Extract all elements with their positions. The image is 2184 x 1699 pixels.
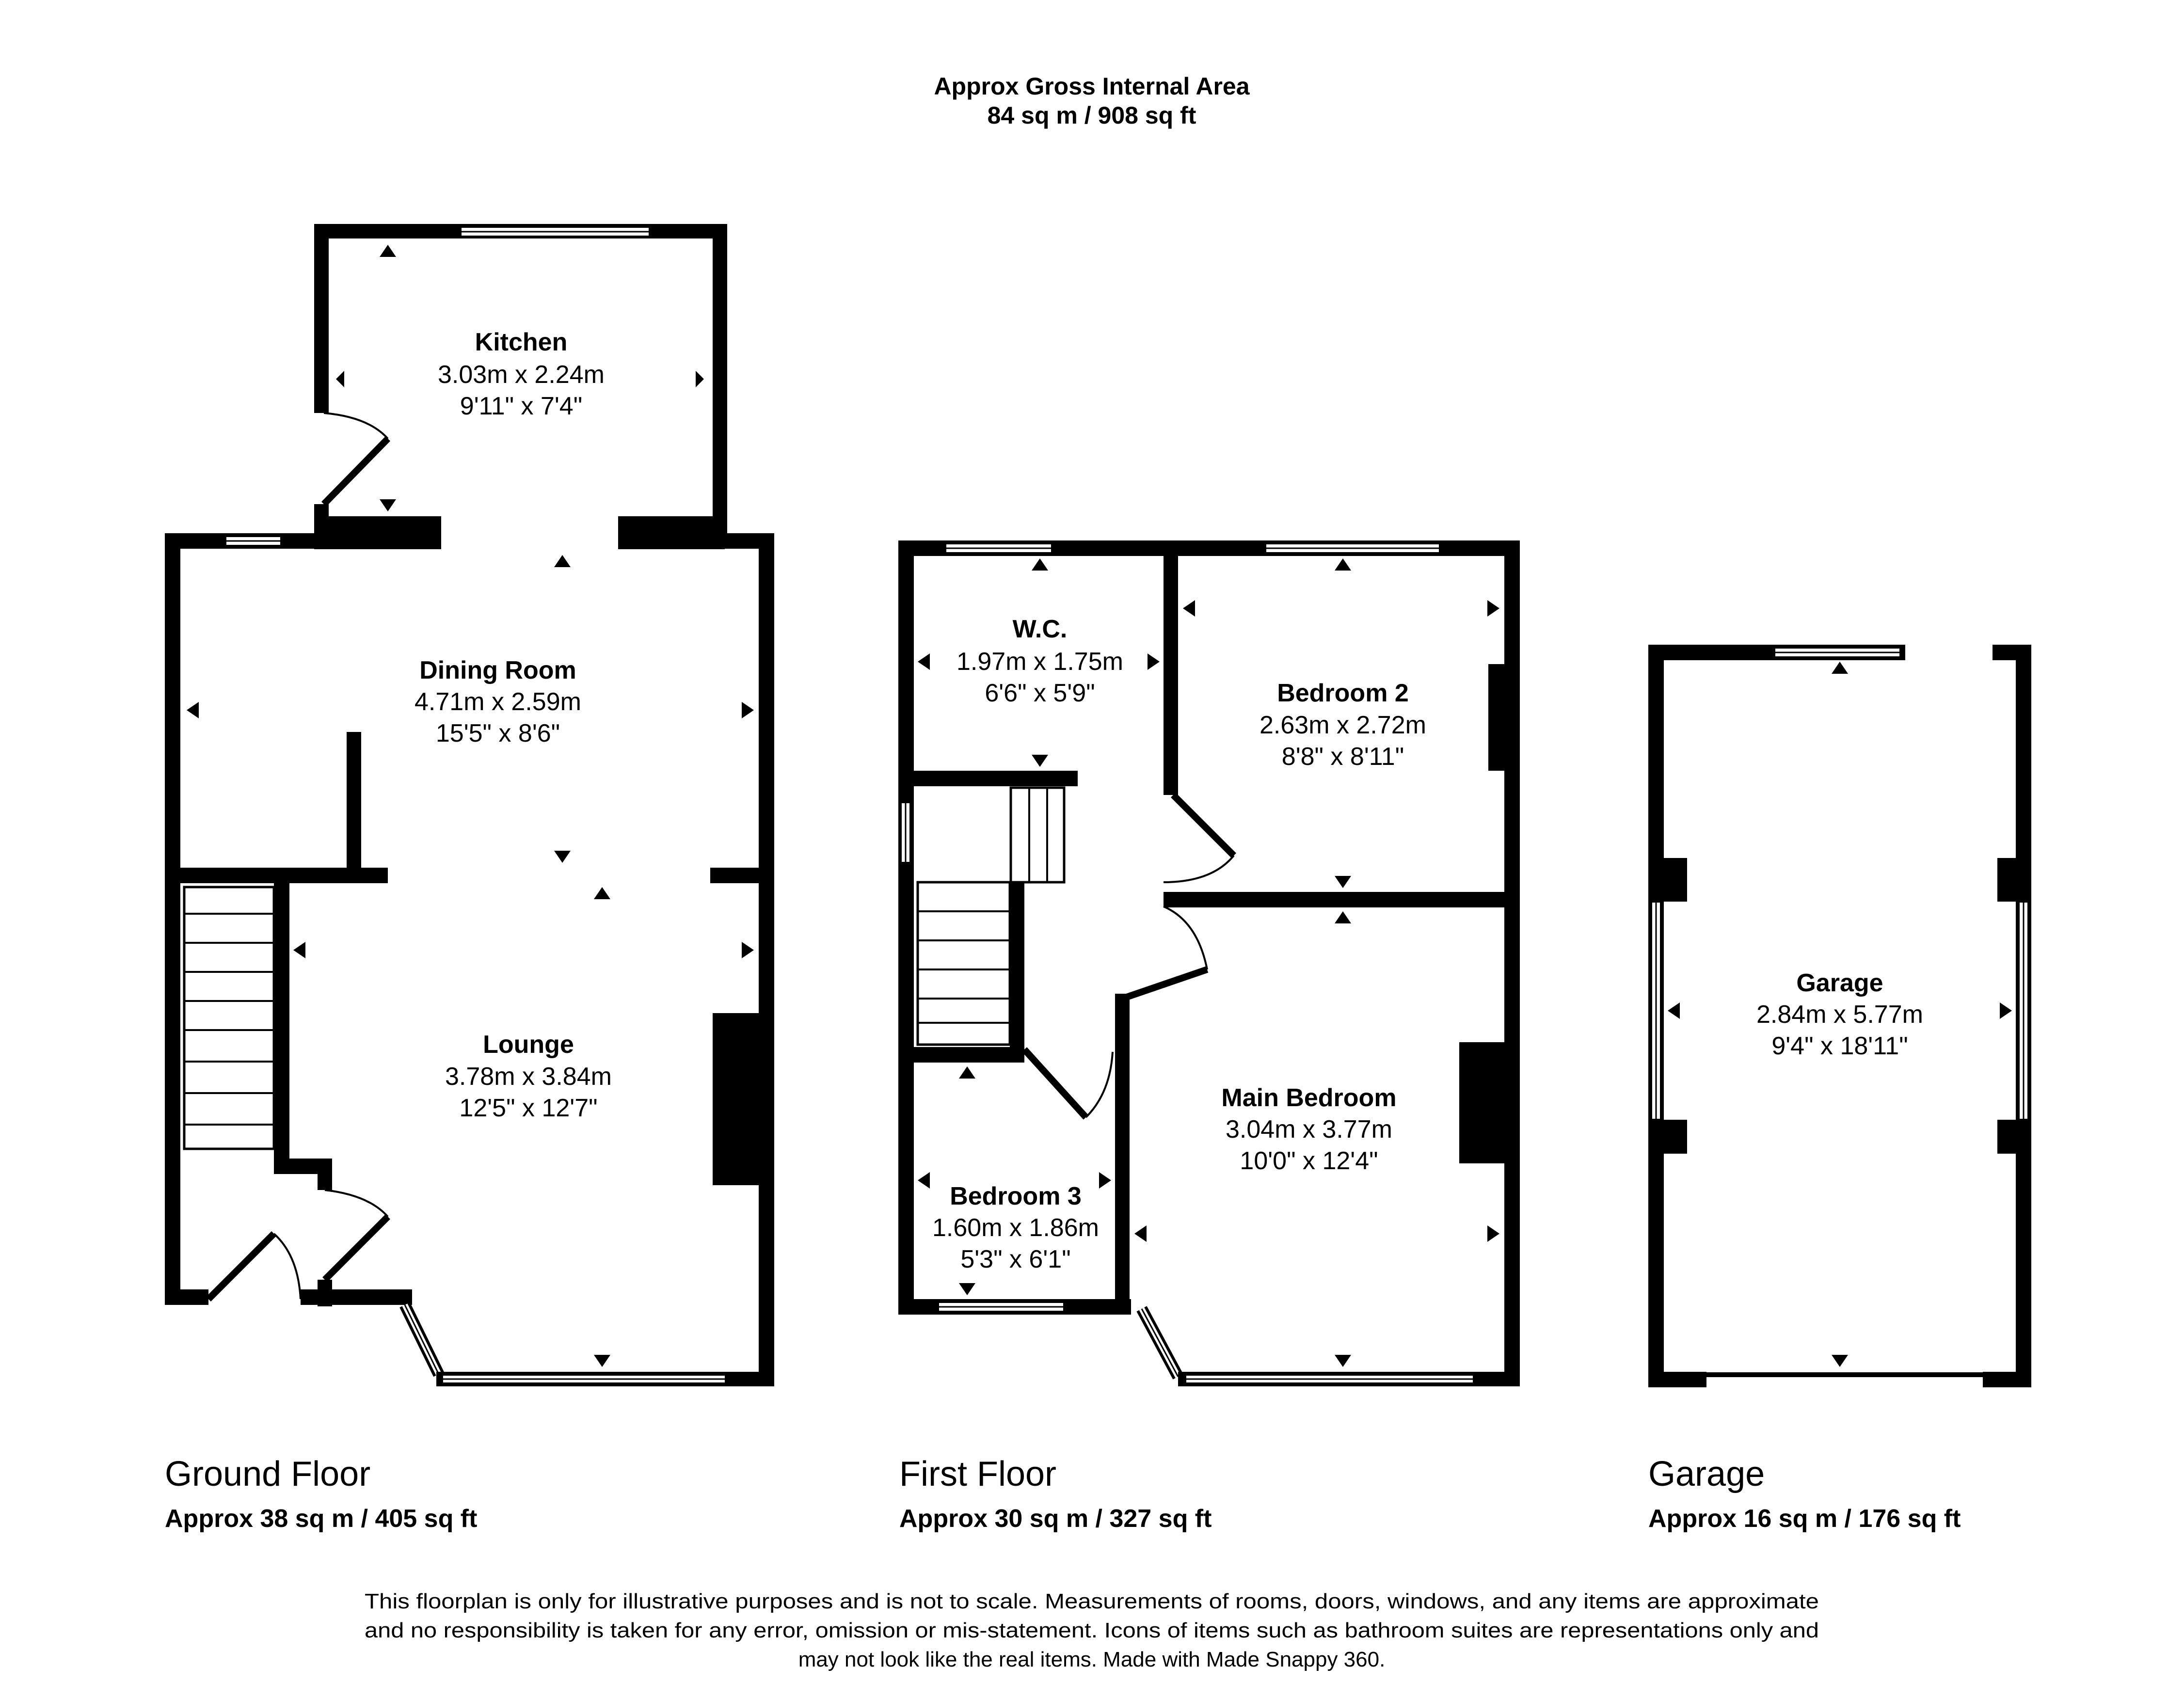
room-metric: 2.63m x 2.72m <box>1259 711 1426 739</box>
header-total-area: 84 sq m / 908 sq ft <box>988 102 1196 129</box>
room-imperial: 5'3" x 6'1" <box>960 1245 1070 1273</box>
floor-area: Approx 16 sq m / 176 sq ft <box>1648 1505 1961 1533</box>
garage-plan <box>1648 645 2031 1387</box>
disclaimer-line-1: This floorplan is only for illustrative … <box>365 1589 1819 1613</box>
room-metric: 3.04m x 3.77m <box>1226 1115 1392 1143</box>
first-floor-plan <box>898 540 1520 1386</box>
room-metric: 4.71m x 2.59m <box>414 688 581 716</box>
caption-garage: Garage Approx 16 sq m / 176 sq ft <box>1648 1455 1961 1533</box>
disclaimer: This floorplan is only for illustrative … <box>365 1589 1819 1671</box>
room-name: Bedroom 3 <box>950 1182 1082 1210</box>
room-label-bedroom-2: Bedroom 2 2.63m x 2.72m 8'8" x 8'11" <box>1259 679 1426 771</box>
room-imperial: 8'8" x 8'11" <box>1282 743 1404 771</box>
floor-name: Garage <box>1648 1455 1765 1493</box>
ground-floor-stairs <box>183 886 275 1150</box>
room-name: Dining Room <box>419 656 576 684</box>
room-label-wc: W.C. 1.97m x 1.75m 6'6" x 5'9" <box>956 615 1123 707</box>
first-floor-stairs <box>916 786 1066 1046</box>
room-metric: 3.78m x 3.84m <box>445 1063 612 1091</box>
room-metric: 1.60m x 1.86m <box>932 1214 1099 1242</box>
room-metric: 2.84m x 5.77m <box>1756 1000 1923 1029</box>
ground-floor-plan <box>165 224 774 1386</box>
room-name: Main Bedroom <box>1221 1084 1396 1112</box>
room-name: Kitchen <box>475 328 568 356</box>
caption-ground-floor: Ground Floor Approx 38 sq m / 405 sq ft <box>165 1455 477 1533</box>
room-imperial: 9'4" x 18'11" <box>1771 1032 1908 1060</box>
disclaimer-line-3: may not look like the real items. Made w… <box>798 1648 1386 1671</box>
disclaimer-line-2: and no responsibility is taken for any e… <box>365 1619 1819 1642</box>
room-label-garage: Garage 2.84m x 5.77m 9'4" x 18'11" <box>1756 969 1923 1060</box>
room-imperial: 9'11" x 7'4" <box>460 392 582 420</box>
room-label-dining-room: Dining Room 4.71m x 2.59m 15'5" x 8'6" <box>414 656 581 747</box>
room-metric: 3.03m x 2.24m <box>438 361 605 389</box>
room-label-kitchen: Kitchen 3.03m x 2.24m 9'11" x 7'4" <box>438 328 605 420</box>
room-imperial: 6'6" x 5'9" <box>985 679 1095 707</box>
room-imperial: 12'5" x 12'7" <box>459 1094 597 1122</box>
room-imperial: 10'0" x 12'4" <box>1240 1147 1378 1175</box>
room-name: W.C. <box>1013 615 1068 643</box>
room-imperial: 15'5" x 8'6" <box>436 719 560 747</box>
floor-name: First Floor <box>899 1455 1056 1493</box>
header-title: Approx Gross Internal Area <box>934 73 1250 100</box>
room-label-main-bedroom: Main Bedroom 3.04m x 3.77m 10'0" x 12'4" <box>1221 1084 1396 1175</box>
caption-first-floor: First Floor Approx 30 sq m / 327 sq ft <box>899 1455 1212 1533</box>
room-label-lounge: Lounge 3.78m x 3.84m 12'5" x 12'7" <box>445 1031 612 1122</box>
room-name: Garage <box>1796 969 1883 997</box>
room-name: Lounge <box>483 1031 574 1059</box>
room-metric: 1.97m x 1.75m <box>956 648 1123 676</box>
floor-area: Approx 30 sq m / 327 sq ft <box>899 1505 1212 1533</box>
room-name: Bedroom 2 <box>1277 679 1409 707</box>
floor-name: Ground Floor <box>165 1455 370 1493</box>
room-label-bedroom-3: Bedroom 3 1.60m x 1.86m 5'3" x 6'1" <box>932 1182 1099 1273</box>
floor-area: Approx 38 sq m / 405 sq ft <box>165 1505 477 1533</box>
